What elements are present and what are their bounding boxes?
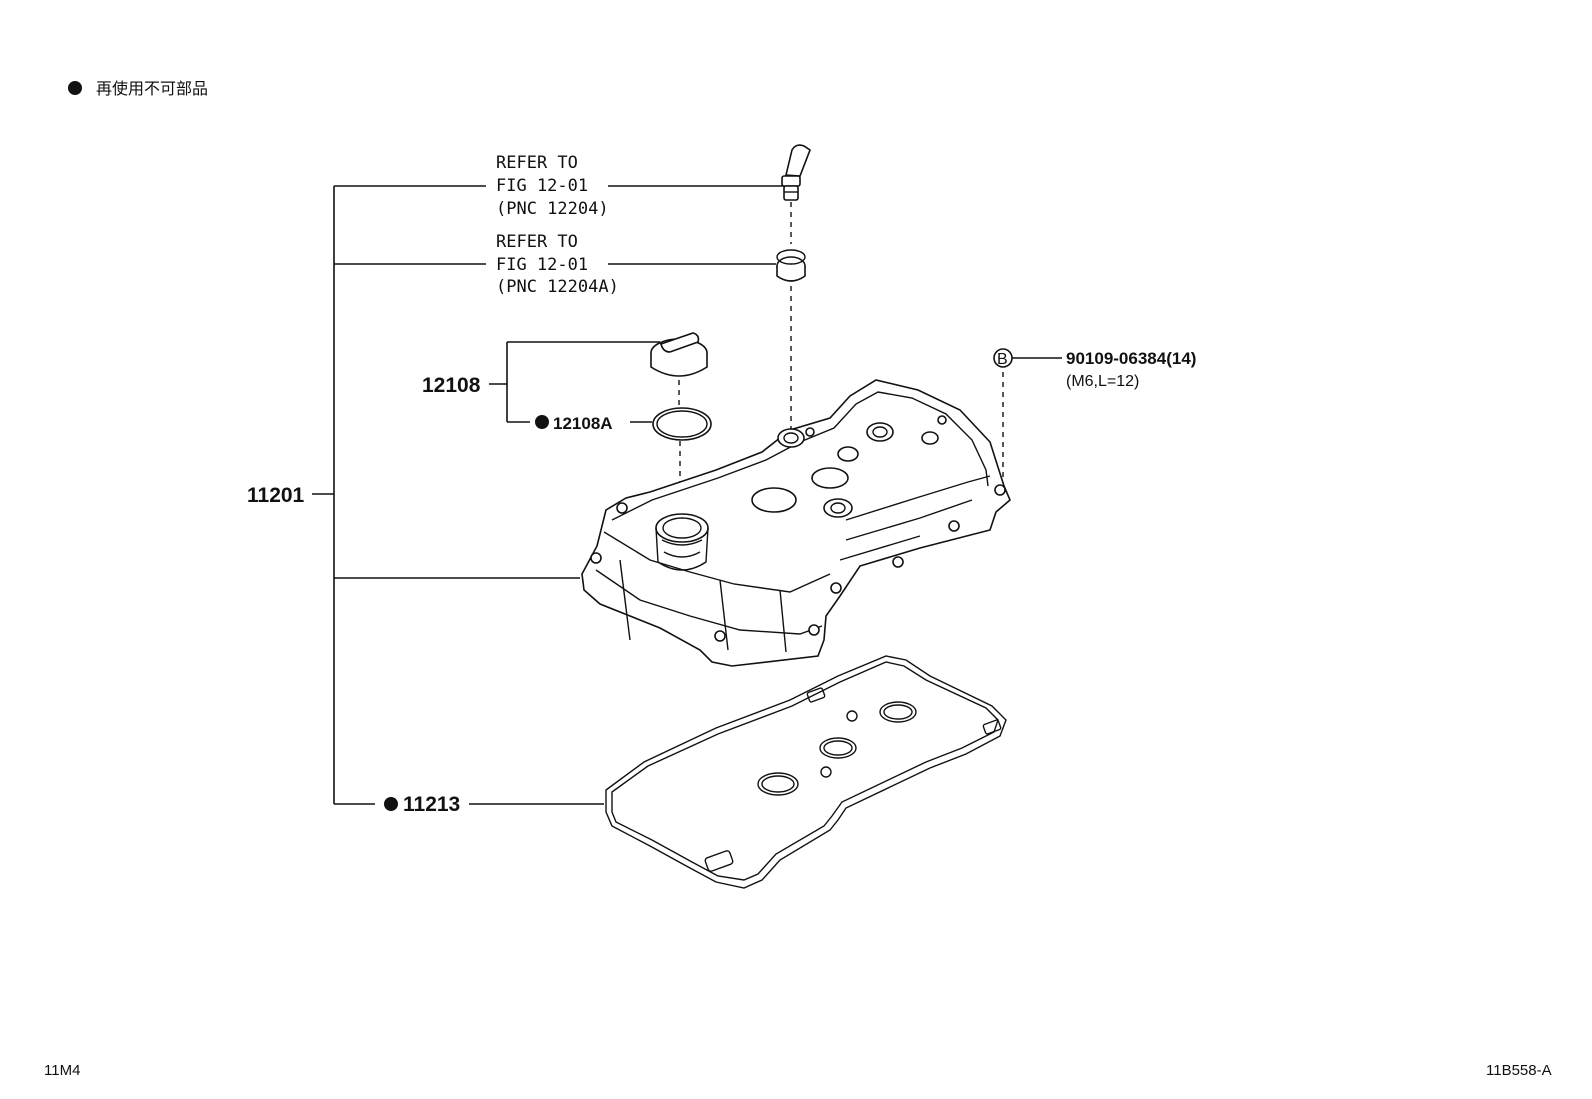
o-ring-part[interactable]: [652, 407, 712, 441]
bolt-spec: (M6,L=12): [1066, 373, 1139, 390]
svg-text:REFER TO: REFER TO: [496, 232, 578, 252]
pcv-valve-part[interactable]: [781, 144, 811, 201]
refer-note-pnc-12204a[interactable]: REFER TO FIG 12-01 (PNC 12204A): [496, 232, 619, 297]
non-reusable-bullet-icon: [68, 81, 82, 95]
svg-text:(PNC 12204): (PNC 12204): [496, 199, 609, 219]
svg-text:FIG 12-01: FIG 12-01: [496, 176, 588, 196]
footer-right-code: 11B558-A: [1486, 1062, 1552, 1079]
svg-text:(PNC 12204A): (PNC 12204A): [496, 277, 619, 297]
bolt-part-no[interactable]: 90109-06384(14): [1066, 349, 1196, 368]
bolt-ref-marker[interactable]: B: [993, 348, 1013, 368]
part-no-11201[interactable]: 11201: [247, 484, 305, 507]
oil-filler-cap-part[interactable]: [650, 332, 708, 377]
refer-note-pnc-12204[interactable]: REFER TO FIG 12-01 (PNC 12204): [496, 153, 609, 219]
part-no-11213[interactable]: 11213: [403, 793, 460, 816]
non-reusable-bullet-icon: [535, 415, 549, 429]
bracket-12108: [489, 341, 660, 423]
svg-text:B: B: [997, 351, 1008, 368]
legend-text: 再使用不可部品: [96, 79, 208, 98]
svg-text:FIG 12-01: FIG 12-01: [496, 255, 588, 275]
footer-left-code: 11M4: [44, 1062, 80, 1079]
part-no-12108[interactable]: 12108: [422, 374, 481, 397]
non-reusable-bullet-icon: [384, 797, 398, 811]
gasket-part[interactable]: [605, 655, 1007, 889]
grommet-part[interactable]: [776, 249, 806, 282]
assembly-bracket-11201: [312, 185, 580, 805]
cylinder-head-cover-part[interactable]: [581, 379, 1011, 667]
svg-text:REFER TO: REFER TO: [496, 153, 578, 173]
part-no-12108a[interactable]: 12108A: [553, 414, 613, 433]
